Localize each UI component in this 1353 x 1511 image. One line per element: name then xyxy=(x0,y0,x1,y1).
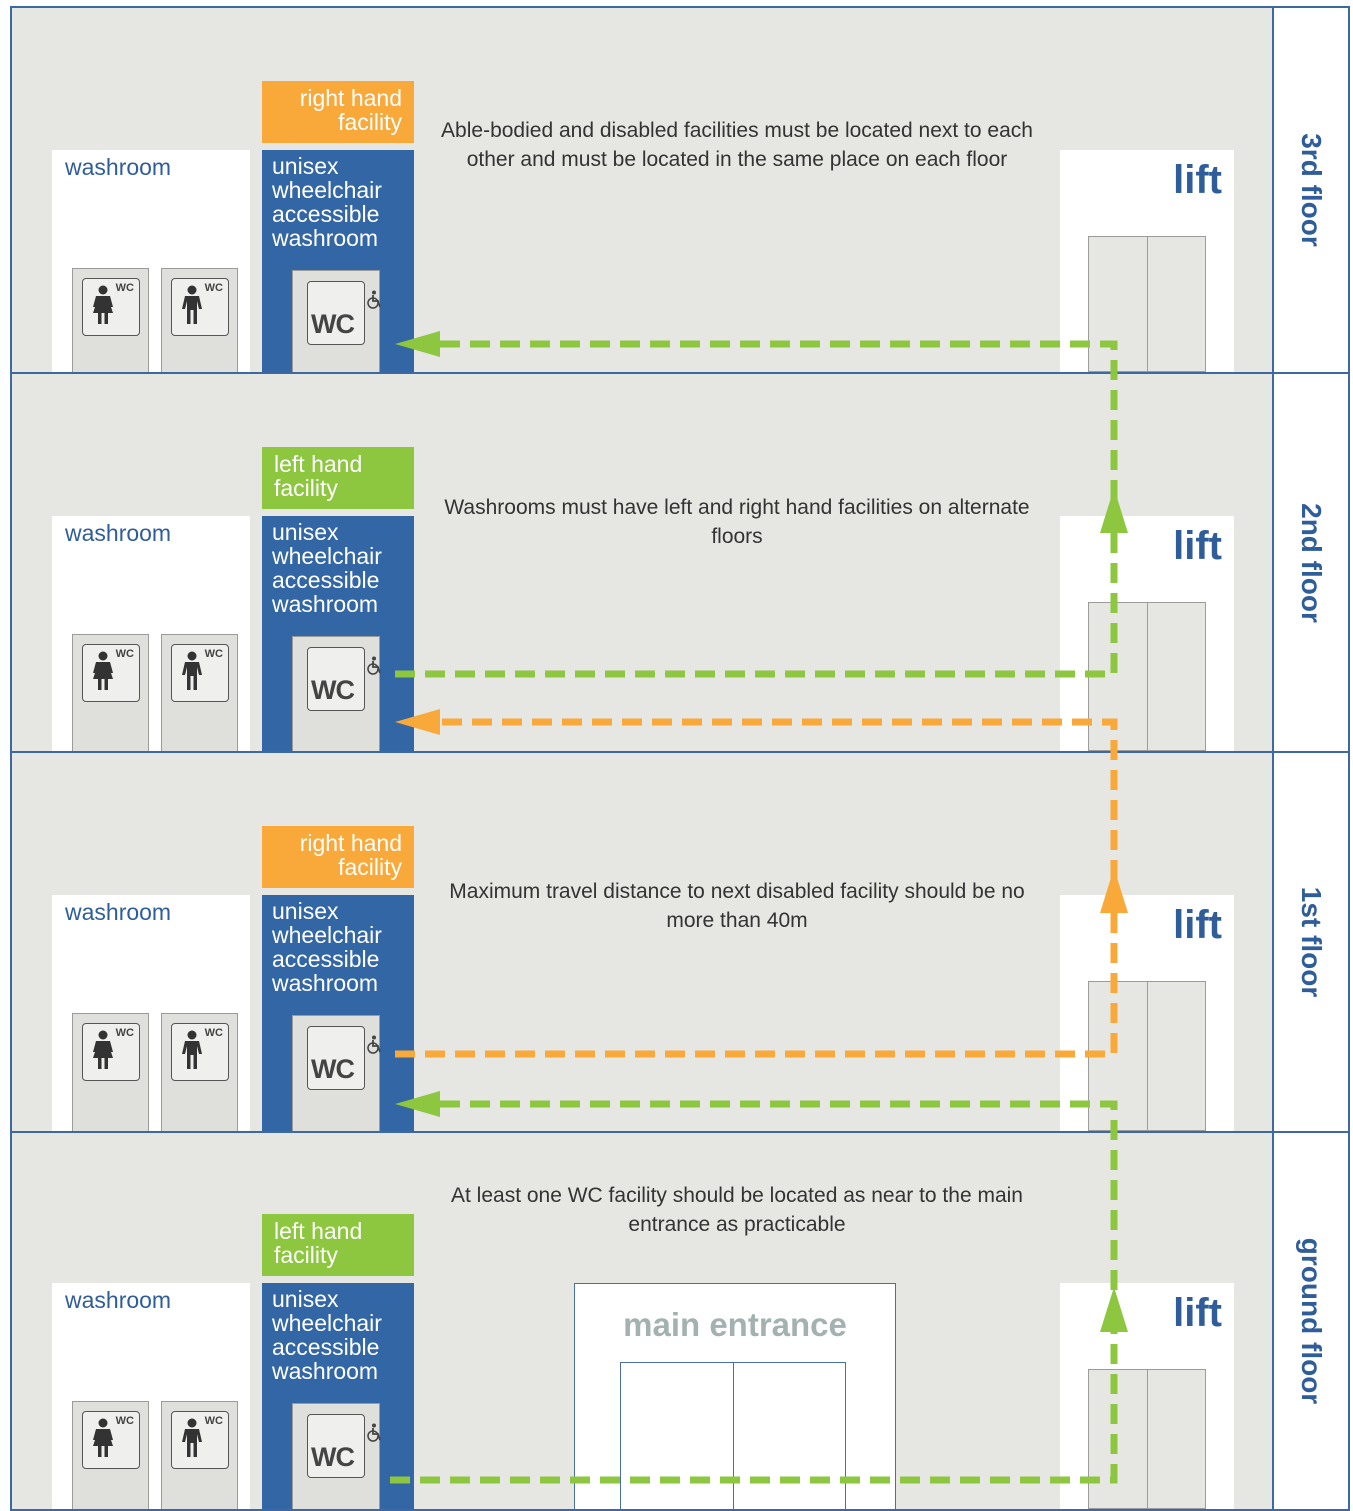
female-wc-door[interactable]: WC xyxy=(72,1013,149,1131)
accessible-washroom-label: unisex wheelchair accessible washroom xyxy=(272,1286,382,1384)
male-wc-door[interactable]: WC xyxy=(161,1401,238,1509)
main-entrance-door[interactable] xyxy=(620,1362,846,1509)
accessible-washroom-label: unisex wheelchair accessible washroom xyxy=(272,519,382,617)
wc-label: WC xyxy=(204,282,223,294)
accessible-wc-label: WC xyxy=(311,675,355,705)
accessible-wc-sign: WC xyxy=(307,1026,381,1090)
floor-note: Washrooms must have left and right hand … xyxy=(444,496,1030,548)
lift: lift xyxy=(1060,895,1234,1131)
female-wc-door[interactable]: WC xyxy=(72,634,149,751)
female-wc-door[interactable]: WC xyxy=(72,268,149,372)
main-entrance: main entrance xyxy=(574,1283,896,1509)
floor-label: 1st floor xyxy=(1296,886,1327,998)
male-wc-door[interactable]: WC xyxy=(161,634,238,751)
accessible-washroom-label: unisex wheelchair accessible washroom xyxy=(272,898,382,996)
wc-sign: WC xyxy=(171,278,229,336)
floor-label: 3rd floor xyxy=(1296,133,1327,247)
wc-label: WC xyxy=(115,648,134,660)
accessible-wc-sign: WC xyxy=(307,281,381,345)
lift-door[interactable] xyxy=(1088,236,1206,372)
lift-label: lift xyxy=(1173,903,1222,947)
accessible-wc-door[interactable]: WC xyxy=(292,1015,381,1131)
main-entrance-label: main entrance xyxy=(623,1306,847,1343)
wc-sign: WC xyxy=(171,1023,229,1081)
wc-label: WC xyxy=(115,1415,134,1427)
wc-sign: WC xyxy=(82,1023,140,1081)
floor-label: 2nd floor xyxy=(1296,502,1327,623)
washroom-label: washroom xyxy=(65,520,172,546)
female-wc-door[interactable]: WC xyxy=(72,1401,149,1509)
facility-tag: left hand facility xyxy=(262,1214,414,1276)
wc-label: WC xyxy=(204,1027,223,1039)
washroom-label: washroom xyxy=(65,154,172,180)
floor-note: Maximum travel distance to next disabled… xyxy=(449,880,1025,932)
wc-sign: WC xyxy=(171,1411,229,1469)
lift-label: lift xyxy=(1173,524,1222,568)
wc-label: WC xyxy=(115,282,134,294)
accessible-wc-sign: WC xyxy=(307,647,381,711)
accessible-wc-label: WC xyxy=(311,309,355,339)
lift: lift xyxy=(1060,1283,1234,1509)
accessible-wc-door[interactable]: WC xyxy=(292,270,381,372)
lift-label: lift xyxy=(1173,1291,1222,1335)
accessible-wc-sign: WC xyxy=(307,1414,381,1478)
floor-note: At least one WC facility should be locat… xyxy=(451,1184,1023,1236)
lift-label: lift xyxy=(1173,158,1222,202)
lift: lift xyxy=(1060,150,1234,372)
male-wc-door[interactable]: WC xyxy=(161,1013,238,1131)
wc-label: WC xyxy=(204,1415,223,1427)
accessible-washroom-label: unisex wheelchair accessible washroom xyxy=(272,153,382,251)
floor-label-strip: 3rd floor xyxy=(1272,8,1348,372)
wc-label: WC xyxy=(204,648,223,660)
lift-door[interactable] xyxy=(1088,1369,1206,1509)
wc-sign: WC xyxy=(171,644,229,702)
accessible-wc-label: WC xyxy=(311,1442,355,1472)
accessible-wc-door[interactable]: WC xyxy=(292,1403,381,1509)
floor-label-strip: ground floor xyxy=(1272,1133,1348,1509)
wc-label: WC xyxy=(115,1027,134,1039)
male-wc-door[interactable]: WC xyxy=(161,268,238,372)
accessible-wc-label: WC xyxy=(311,1054,355,1084)
floor-label: ground floor xyxy=(1296,1237,1327,1405)
floor-label-strip: 2nd floor xyxy=(1272,374,1348,751)
washroom-label: washroom xyxy=(65,899,172,925)
lift-door[interactable] xyxy=(1088,602,1206,751)
lift: lift xyxy=(1060,516,1234,751)
facility-tag: right hand facility xyxy=(262,81,414,143)
washroom-label: washroom xyxy=(65,1287,172,1313)
floor-note: Able-bodied and disabled facilities must… xyxy=(441,119,1033,171)
facility-tag: right hand facility xyxy=(262,826,414,888)
wc-sign: WC xyxy=(82,278,140,336)
floor-label-strip: 1st floor xyxy=(1272,753,1348,1131)
facility-tag: left hand facility xyxy=(262,447,414,509)
accessible-wc-door[interactable]: WC xyxy=(292,636,381,751)
wc-sign: WC xyxy=(82,644,140,702)
wc-sign: WC xyxy=(82,1411,140,1469)
lift-door[interactable] xyxy=(1088,981,1206,1131)
